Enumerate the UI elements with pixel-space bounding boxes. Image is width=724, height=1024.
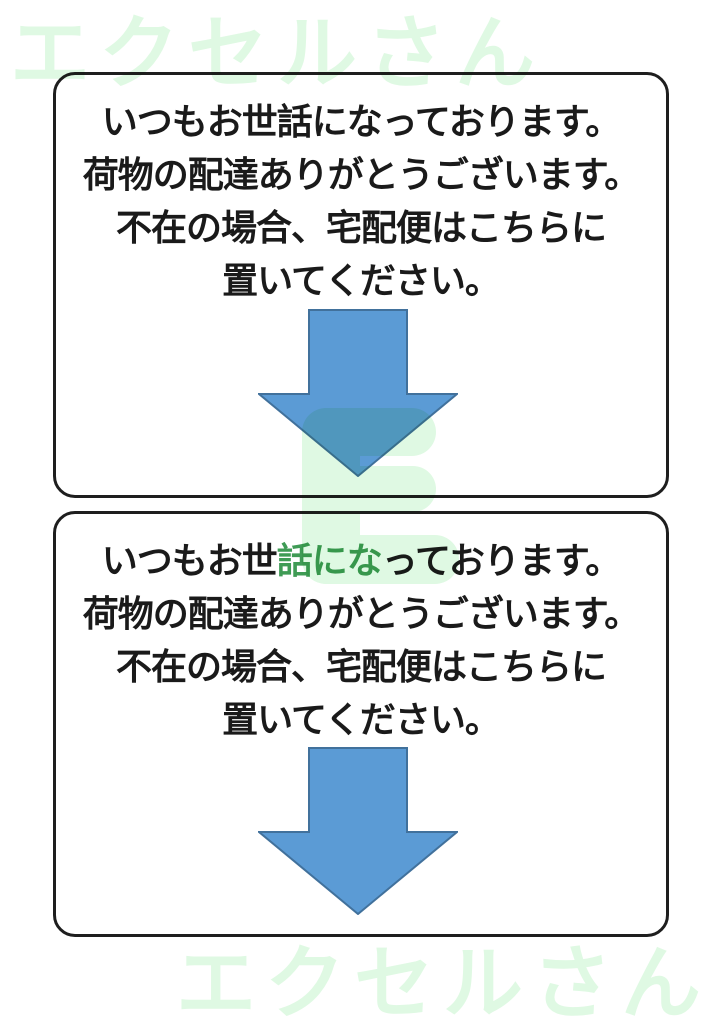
notice-line-4: 置いてください。 (222, 260, 501, 301)
notice-line-1: いつもお世話になっております。 (56, 534, 666, 587)
down-arrow-shape (258, 309, 458, 477)
down-arrow-shape (258, 747, 458, 915)
watermark-brand-bottom-text: エクセルさん (176, 939, 710, 1024)
down-arrow-icon (258, 747, 458, 915)
down-arrow-icon (258, 309, 458, 477)
notice-line-1: いつもお世話になっております。 (101, 101, 622, 142)
notice-box-top: いつもお世話になっております。 荷物の配達ありがとうございます。 不在の場合、宅… (53, 72, 669, 498)
notice-line-2: 荷物の配達ありがとうございます。 (82, 154, 640, 195)
notice-line-3: 不在の場合、宅配便はこちらに (115, 207, 607, 248)
notice-line-4: 置いてください。 (222, 699, 501, 740)
notice-line-3: 不在の場合、宅配便はこちらに (115, 646, 607, 687)
notice-line-segment: っております。 (381, 540, 622, 581)
notice-line-segment-green: 話にな (276, 540, 383, 581)
notice-line-2: 荷物の配達ありがとうございます。 (82, 593, 640, 634)
notice-line-segment: いつもお世 (101, 540, 278, 581)
